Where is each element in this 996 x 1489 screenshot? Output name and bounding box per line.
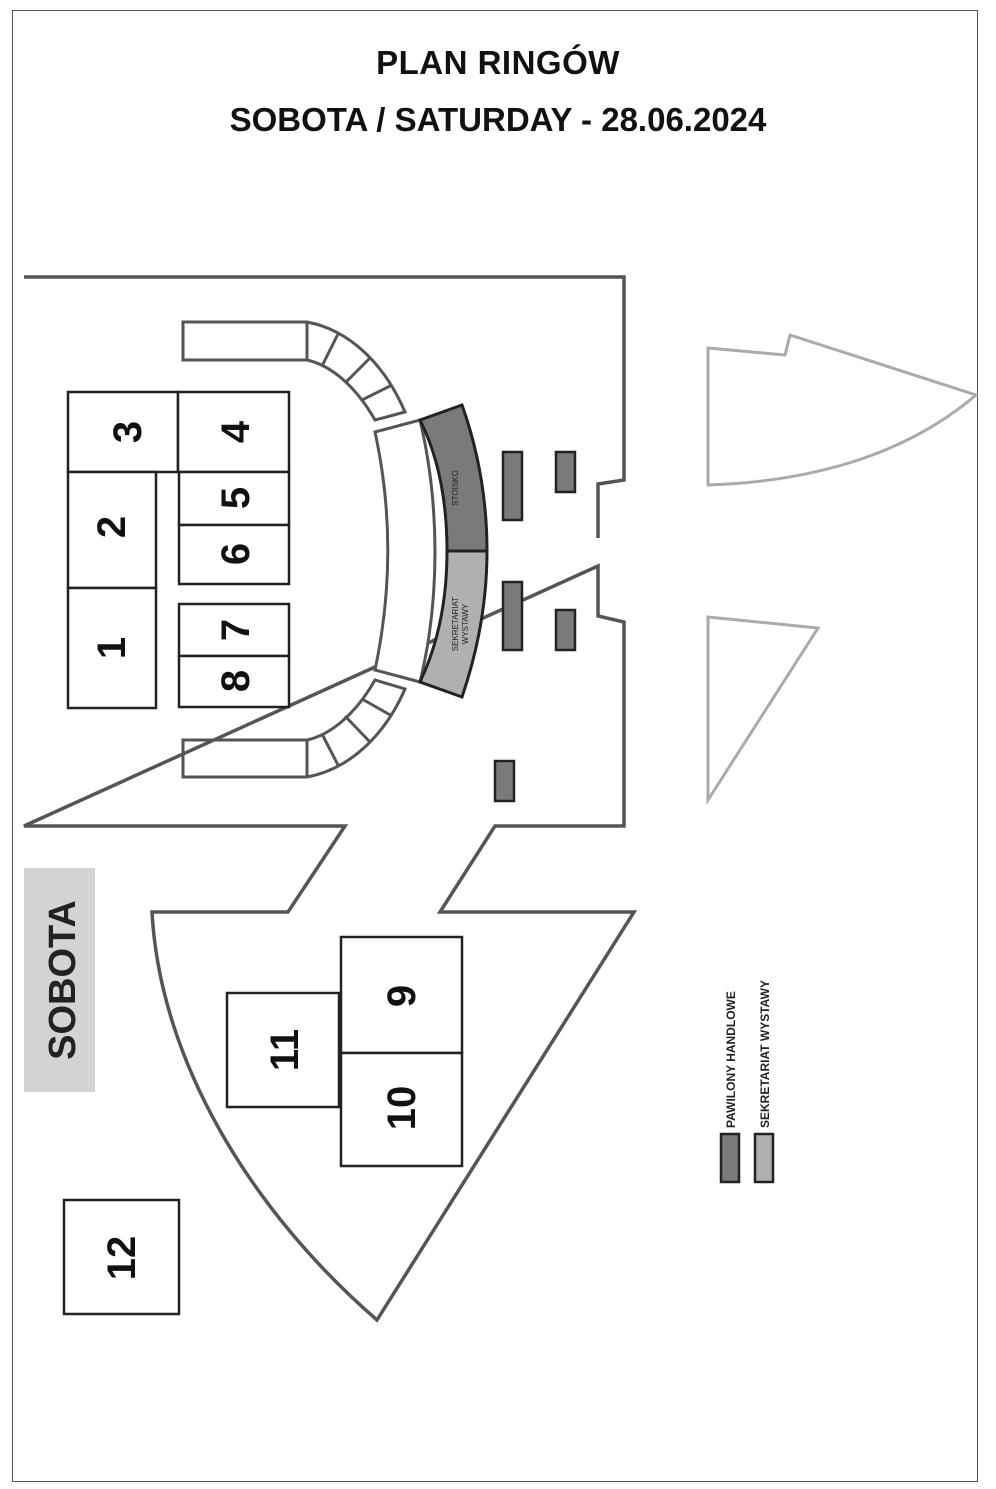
ring-11-label: 11 <box>263 1029 307 1071</box>
ring-10 <box>339 1051 464 1168</box>
day-badge-label: SOBOTA <box>42 900 84 1060</box>
ring-3-label: 3 <box>106 421 150 443</box>
right-upper-wedge <box>706 333 980 487</box>
ring-8-label: 8 <box>214 670 258 692</box>
legend-pawilony-swatch <box>719 1132 741 1184</box>
top-curved-arm <box>181 320 408 422</box>
page-title: PLAN RINGÓW <box>376 44 620 81</box>
legend-pawilony-label: PAWILONY HANDLOWE <box>724 991 738 1128</box>
ring-9-label: 9 <box>380 985 424 1007</box>
ring-5 <box>177 470 291 527</box>
page-frame <box>12 10 978 1482</box>
ring-3 <box>66 390 180 474</box>
ring-10-label: 10 <box>380 1086 424 1131</box>
pavilion-2 <box>554 450 577 494</box>
right-lower-wedge <box>706 615 821 806</box>
bottom-curved-arm <box>181 678 408 779</box>
curved-band <box>373 418 437 684</box>
pavilion-5 <box>493 759 516 803</box>
sekretariat-booth <box>417 549 489 699</box>
ring-5-label: 5 <box>214 487 258 509</box>
page-subtitle: SOBOTA / SATURDAY - 28.06.2024 <box>229 101 767 138</box>
sekretariat-label-1: SEKRETARIAT <box>451 597 460 651</box>
day-badge <box>24 868 95 1092</box>
ring-6 <box>177 523 291 586</box>
pavilion-1 <box>501 450 524 522</box>
pavilion-3 <box>501 580 524 652</box>
sekretariat-label-2: WYSTAWY <box>461 603 470 644</box>
ring-1-label: 1 <box>90 637 134 659</box>
ring-7 <box>177 602 291 658</box>
ring-1 <box>66 586 158 710</box>
ring-11 <box>225 991 341 1109</box>
ring-2 <box>66 470 158 590</box>
legend-sekretariat-swatch <box>753 1132 775 1184</box>
ring-7-label: 7 <box>214 619 258 641</box>
ring-2-label: 2 <box>90 516 134 538</box>
legend-sekretariat-label: SEKRETARIAT WYSTAWY <box>758 980 772 1128</box>
stoisko-label: STOISKO <box>451 470 460 505</box>
ring-12-label: 12 <box>100 1236 144 1281</box>
ring-4-label: 4 <box>214 420 258 443</box>
ring-12 <box>62 1198 181 1316</box>
ring-4 <box>176 390 291 474</box>
main-hall-outline <box>23 275 638 1323</box>
ring-6-label: 6 <box>214 543 258 565</box>
ring-8 <box>177 654 291 709</box>
ring-9 <box>339 935 464 1055</box>
pavilion-4 <box>554 608 577 652</box>
